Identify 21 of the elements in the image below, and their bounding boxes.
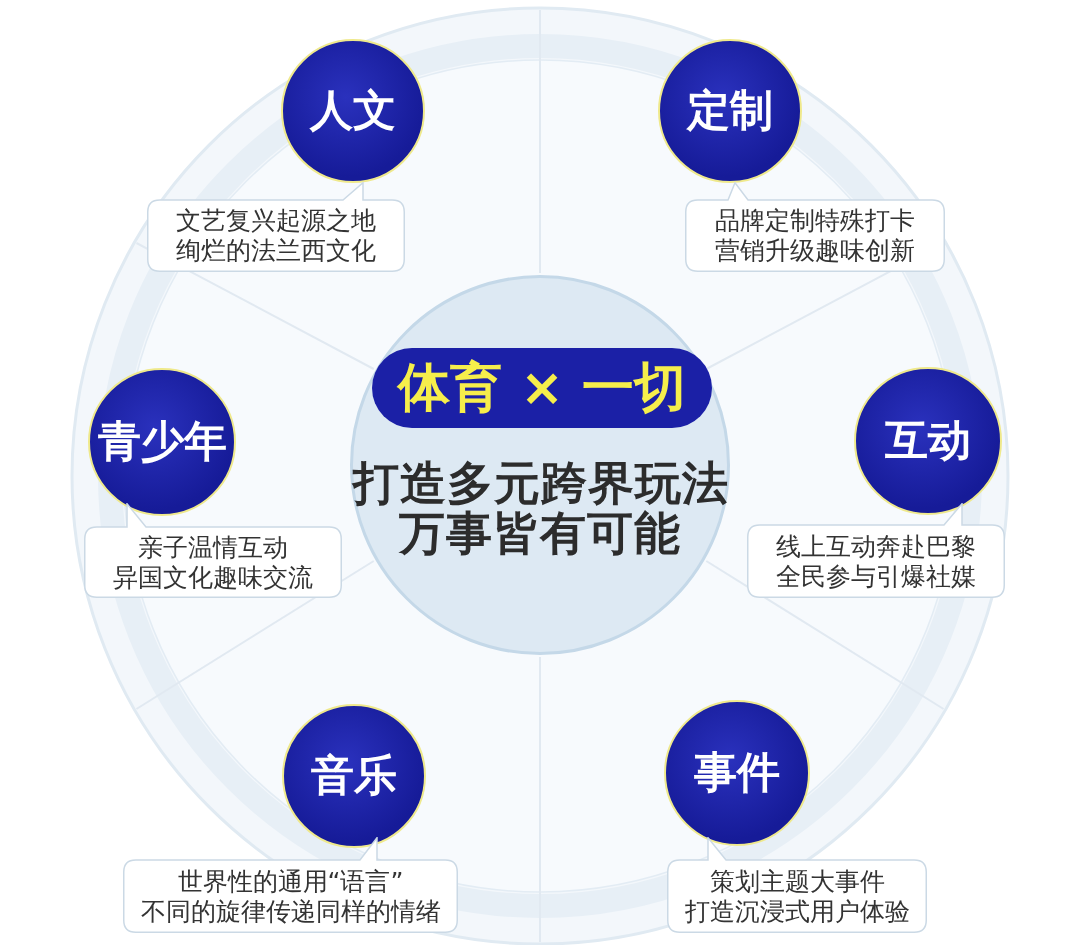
speech-bubble [667,837,927,933]
topic-label: 事件 [694,749,780,797]
speech-bubble [147,182,405,272]
speech-bubble [747,503,1005,598]
speech-bubble [84,503,342,598]
topic-label: 音乐 [311,752,397,800]
topic-label: 人文 [310,87,396,135]
callout-text: 文艺复兴起源之地绚烂的法兰西文化 [176,206,376,266]
title-pill [372,348,712,428]
callout-text: 线上互动奔赴巴黎全民参与引爆社媒 [776,531,976,592]
topic-label: 定制 [687,87,773,135]
callout-text: 策划主题大事件打造沉浸式用户体验 [684,866,910,927]
topic-label: 青少年 [97,418,227,466]
callout-text: 品牌定制特殊打卡营销升级趣味创新 [715,206,915,266]
topic-label: 互动 [885,417,971,465]
callout-text: 亲子温情互动异国文化趣味交流 [113,532,313,593]
speech-bubble [685,182,945,272]
callout-text: 世界性的通用“语言”不同的旋律传递同样的情绪 [140,866,441,927]
speech-bubble [123,837,458,933]
title-text: 体育 × 一切 [398,359,686,417]
center-text: 打造多元跨界玩法万事皆有可能 [353,458,727,558]
